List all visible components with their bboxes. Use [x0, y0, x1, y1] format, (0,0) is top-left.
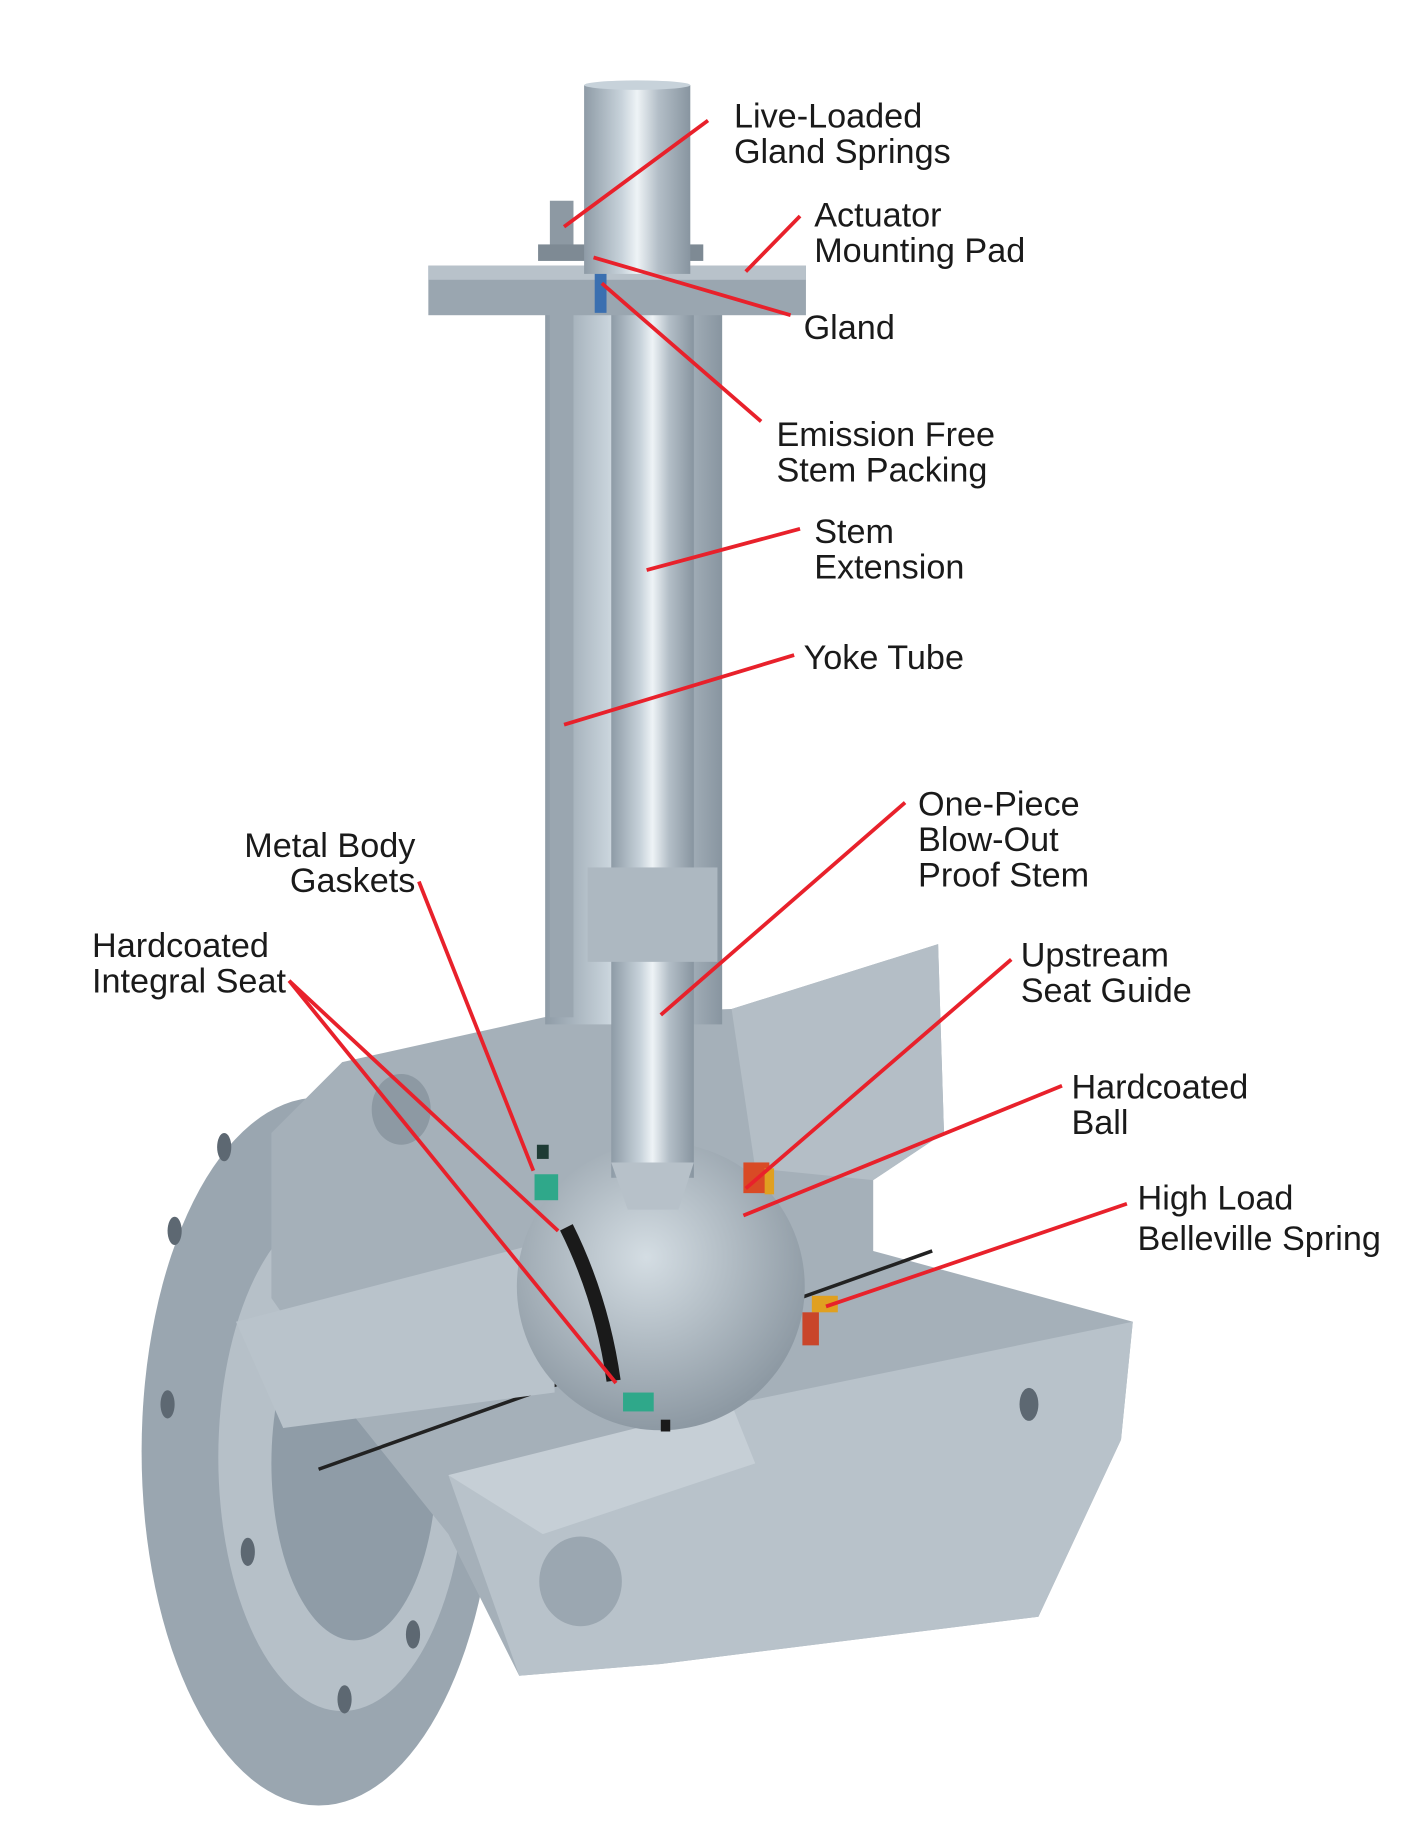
callout-blowout-proof-stem: One-Piece Blow-Out Proof Stem [918, 786, 1089, 895]
label-line: Gland [804, 309, 895, 347]
label-line: Blow-Out [918, 821, 1059, 859]
callout-emission-free-stem-packing: Emission Free Stem Packing [776, 416, 995, 489]
label-line: Hardcoated [1071, 1069, 1248, 1107]
label-line: Stem Packing [776, 452, 987, 490]
label-line: Gland Springs [734, 133, 951, 171]
callout-actuator-mounting-pad: Actuator Mounting Pad [814, 197, 1025, 270]
callout-upstream-seat-guide: Upstream Seat Guide [1021, 937, 1192, 1010]
label-line: Upstream [1021, 937, 1169, 975]
label-line: Ball [1071, 1104, 1128, 1142]
label-line: One-Piece [918, 786, 1080, 824]
gasket-lower [623, 1392, 654, 1412]
label-line: Belleville Spring [1138, 1220, 1381, 1258]
callout-gland: Gland [804, 309, 895, 347]
label-line: Extension [814, 548, 964, 586]
ball [516, 1142, 805, 1431]
callout-live-loaded-gland-springs: Live-Loaded Gland Springs [734, 98, 951, 171]
label-line: Seat Guide [1021, 972, 1192, 1010]
label-line: Stem [814, 513, 894, 551]
label-line: Live-Loaded [734, 98, 922, 136]
stem [611, 304, 694, 1178]
label-line: High Load [1138, 1180, 1294, 1218]
label-line: Integral Seat [92, 963, 286, 1001]
belleville-spring [811, 1295, 838, 1313]
callout-hardcoated-integral-seat: Hardcoated Integral Seat [92, 927, 286, 1000]
callout-stem-extension: Stem Extension [814, 513, 964, 586]
label-line: Actuator [814, 197, 941, 235]
flange-bolt-holes [160, 1132, 1039, 1714]
callout-hardcoated-ball: Hardcoated Ball [1071, 1069, 1248, 1142]
label-line: Gaskets [290, 862, 415, 900]
callout-metal-body-gaskets: Metal Body Gaskets [244, 827, 416, 900]
leader-lines [287, 118, 1128, 1385]
label-line: Metal Body [244, 827, 416, 865]
body-bolt [539, 1536, 622, 1627]
stem-top [584, 85, 691, 274]
callout-yoke-tube: Yoke Tube [804, 639, 964, 677]
gland-spring-bolt [549, 200, 574, 251]
label-line: Hardcoated [92, 927, 269, 965]
label-line: Yoke Tube [804, 639, 964, 677]
label-line: Proof Stem [918, 856, 1089, 894]
label-line: Mounting Pad [814, 232, 1025, 270]
gasket-upper [534, 1174, 559, 1201]
callout-belleville-spring: High Load Belleville Spring [1138, 1180, 1381, 1258]
label-line: Emission Free [776, 416, 995, 454]
